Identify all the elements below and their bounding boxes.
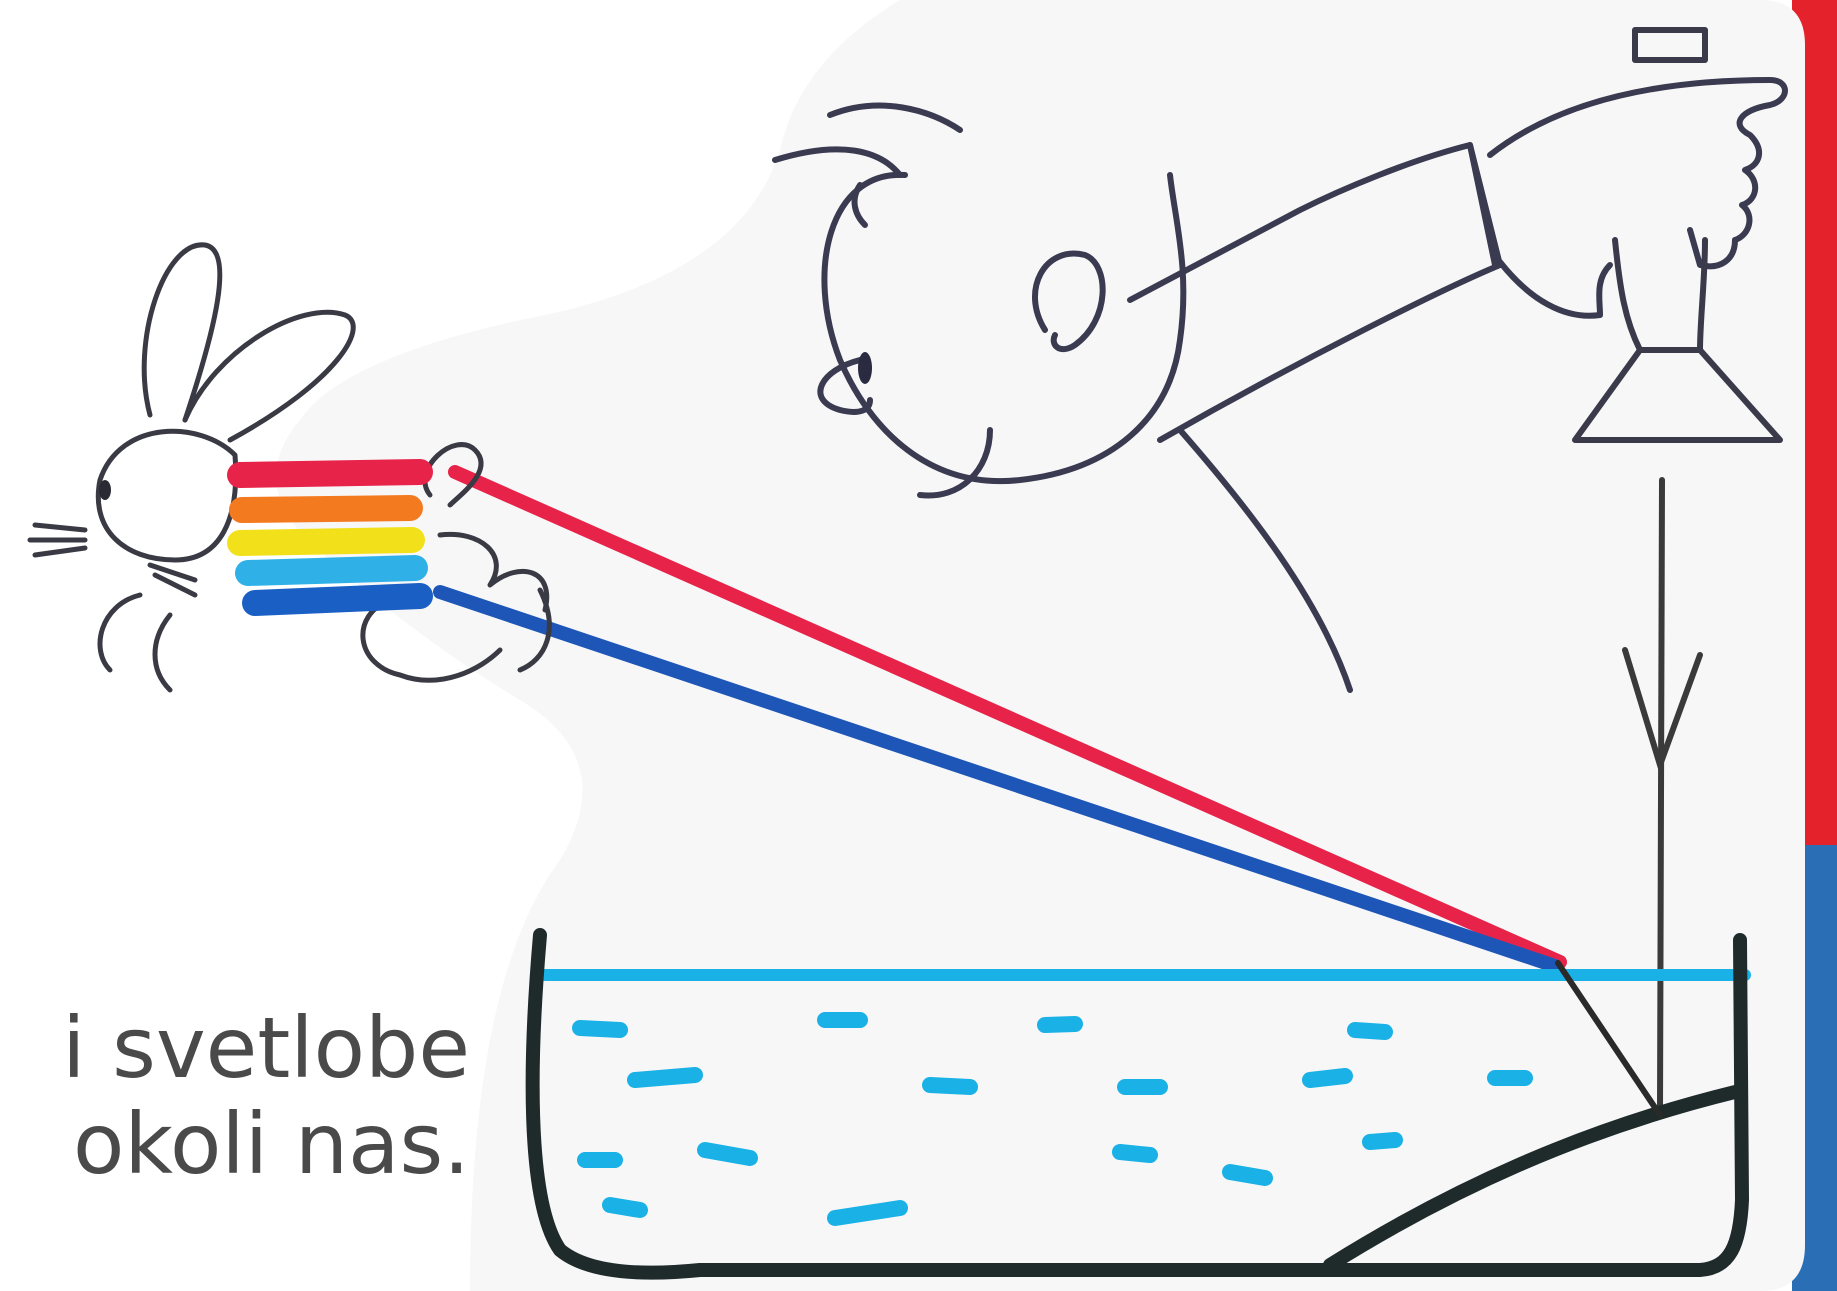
drawing-panel xyxy=(276,0,1805,1291)
person-eye xyxy=(858,352,872,384)
rabbit-eye xyxy=(99,480,111,500)
caption-line-2: okoli nas. xyxy=(0,1096,470,1192)
rabbit-ear-left xyxy=(144,245,220,420)
caption-text: i svetlobe okoli nas. xyxy=(0,1000,470,1192)
rabbit-paw xyxy=(100,595,170,690)
rabbit-head xyxy=(98,431,235,560)
caption-line-1: i svetlobe xyxy=(0,1000,470,1096)
